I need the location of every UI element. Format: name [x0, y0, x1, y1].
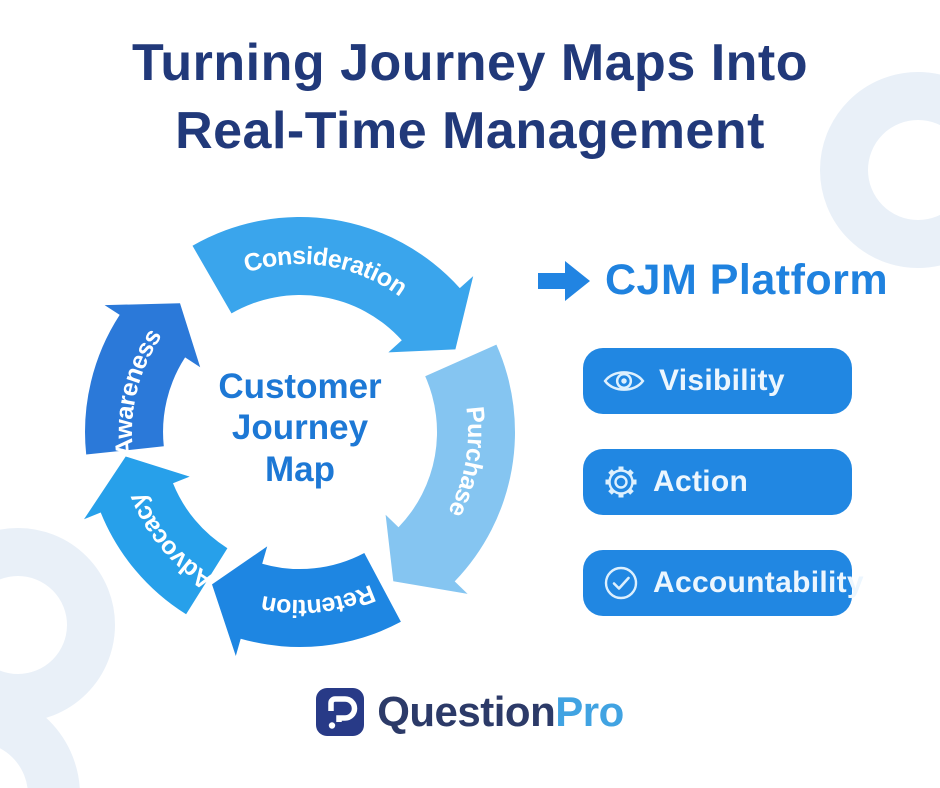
feature-pill-visibility: Visibility	[583, 348, 852, 414]
question-mark-glyph	[328, 696, 358, 729]
feature-label-visibility: Visibility	[659, 364, 785, 397]
feature-pill-accountability: Accountability	[583, 550, 864, 616]
check-circle-icon	[604, 566, 638, 600]
cycle-center-label: Customer Journey Map	[180, 366, 420, 490]
feature-label-accountability: Accountability	[653, 566, 864, 599]
cjm-platform-row: CJM Platform	[538, 256, 888, 305]
cycle-segment-consideration	[192, 216, 474, 353]
gear-icon	[605, 466, 637, 498]
feature-label-action: Action	[653, 465, 749, 498]
brand-wordmark: QuestionPro	[377, 688, 624, 736]
right-arrow-icon	[538, 260, 590, 301]
cycle-segment-purchase	[385, 344, 516, 594]
brand-word-question: Question	[377, 688, 556, 735]
page-title-line1: Turning Journey Maps Into	[132, 34, 808, 92]
cycle-center-line3: Map	[265, 449, 335, 489]
feature-pill-action: Action	[583, 449, 852, 515]
journey-cycle-svg: ConsiderationPurchaseRetentionAdvocacyAw…	[84, 216, 516, 656]
cycle-segment-awareness	[85, 303, 201, 455]
eye-icon	[603, 371, 645, 391]
page-title: Turning Journey Maps Into Real-Time Mana…	[0, 30, 940, 165]
platform-feature-list: Visibility Action	[583, 348, 864, 616]
page-title-line2: Real-Time Management	[175, 101, 765, 160]
cjm-platform-heading: CJM Platform	[605, 256, 889, 304]
brand-word-pro: Pro	[555, 688, 624, 735]
cycle-segment-advocacy	[84, 456, 228, 615]
questionpro-logo-icon	[316, 688, 365, 736]
brand-footer: QuestionPro	[0, 688, 940, 736]
cycle-segment-retention	[212, 546, 401, 656]
cycle-center-line2: Journey	[231, 408, 369, 448]
cycle-center-line1: Customer	[218, 367, 382, 406]
